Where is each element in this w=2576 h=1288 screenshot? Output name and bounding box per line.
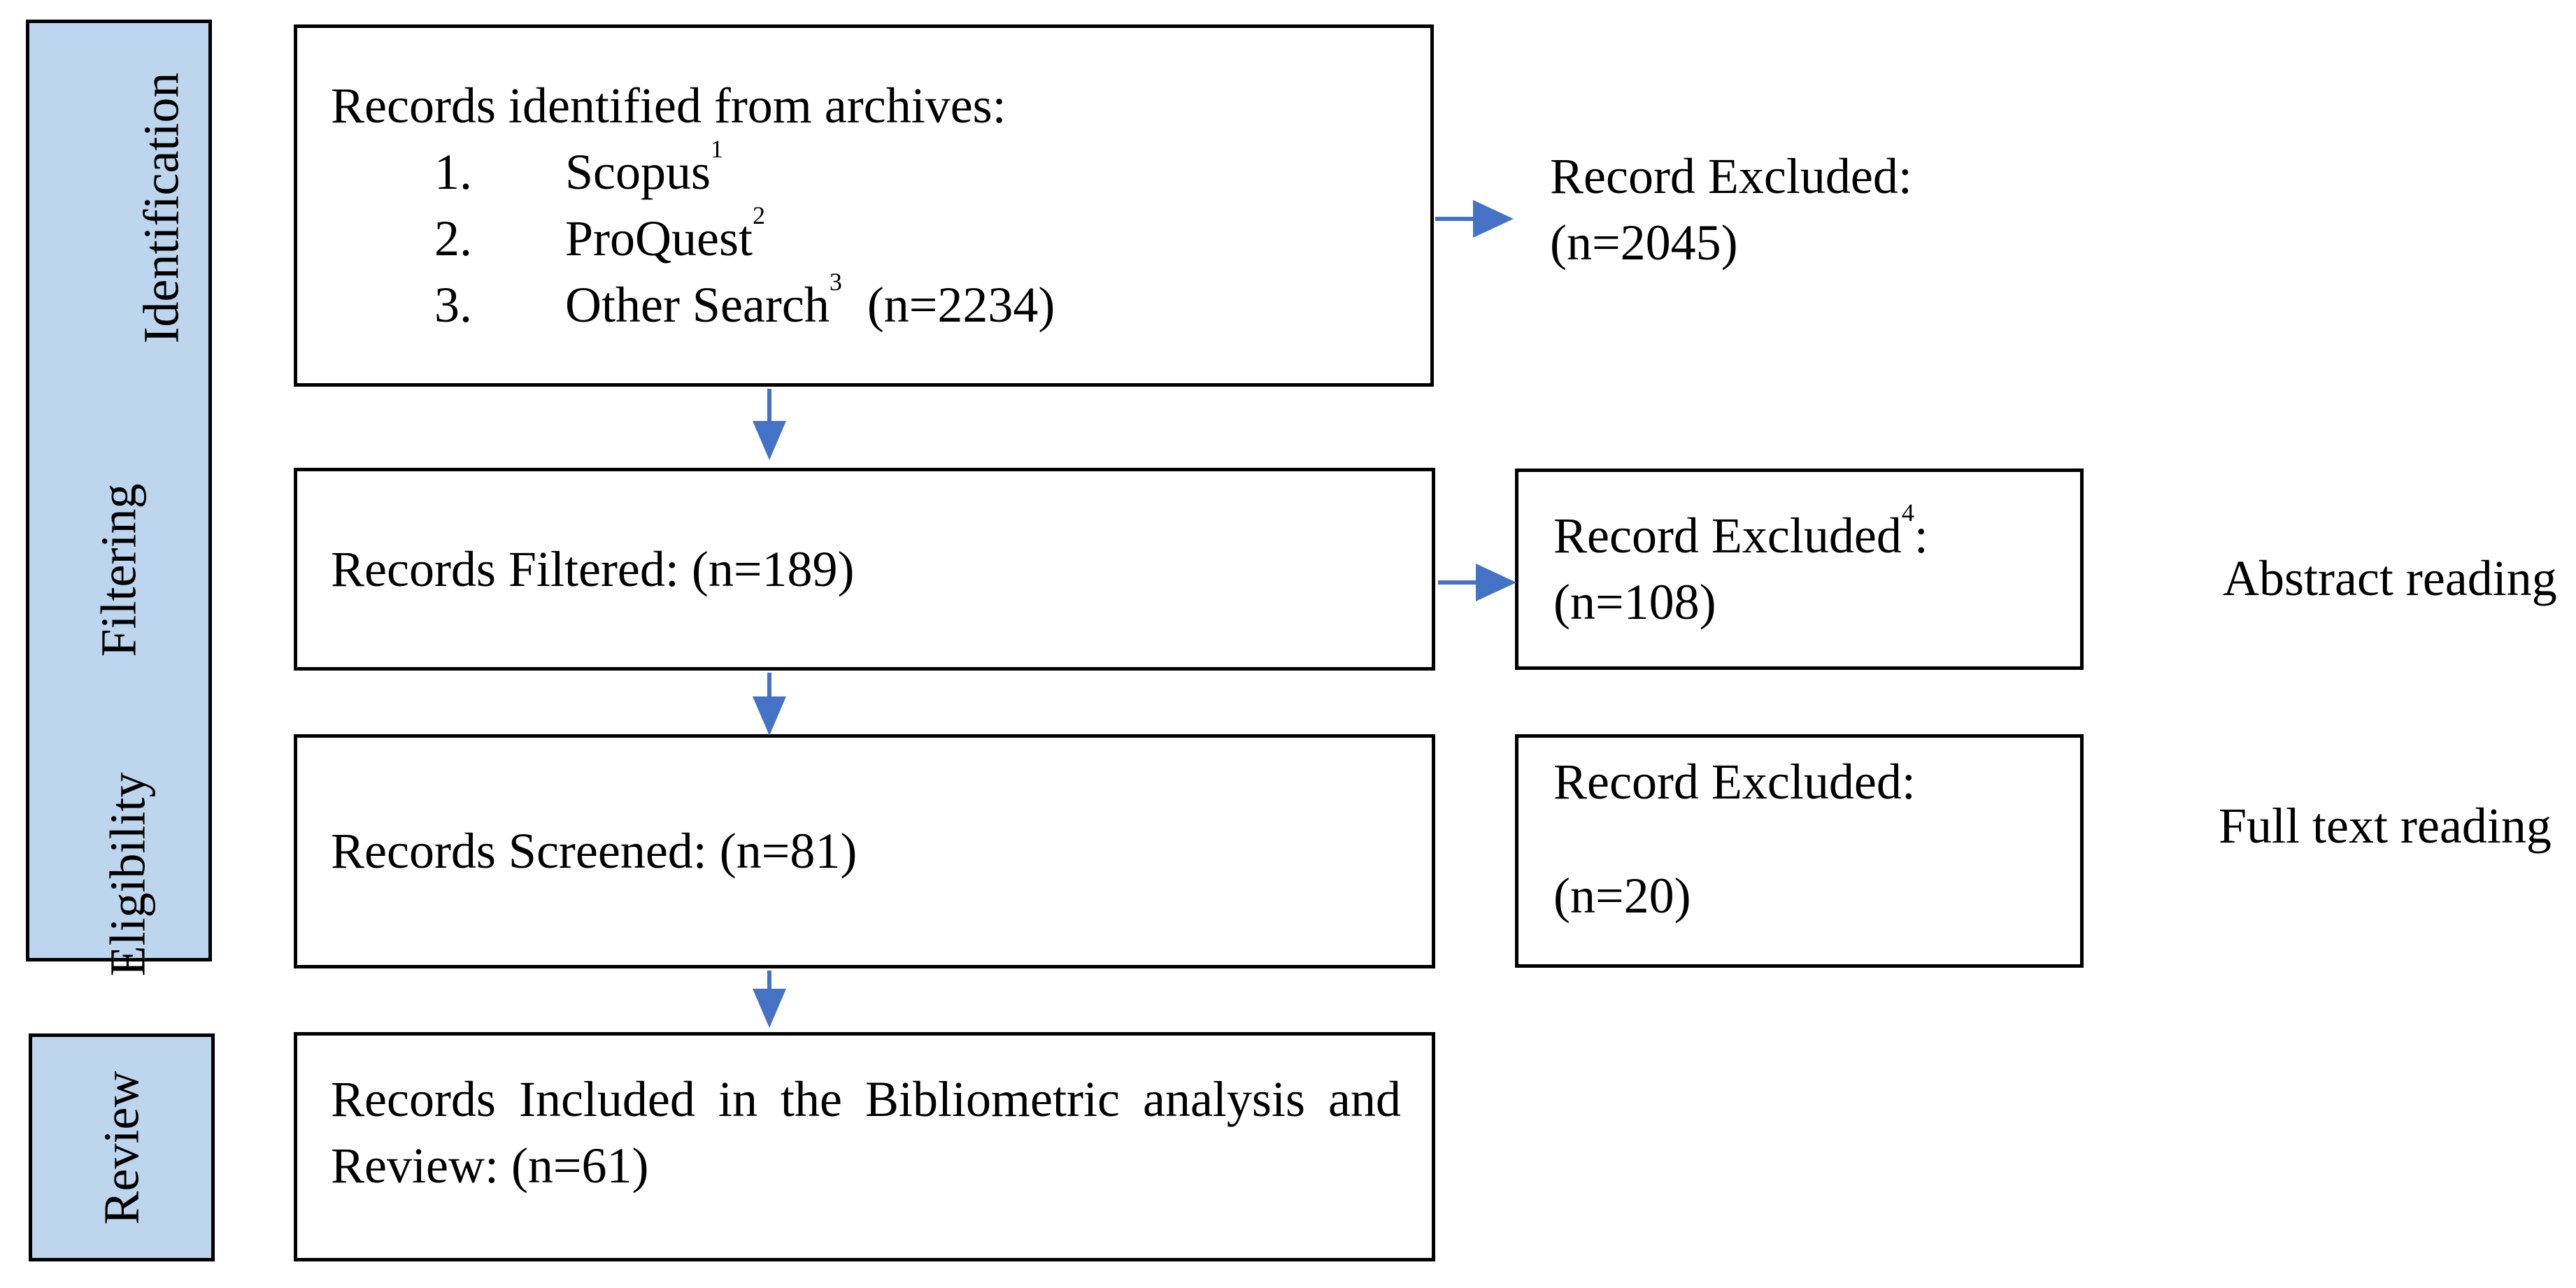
stage-label-review-text: Review bbox=[93, 1071, 150, 1224]
stage-label-eligibility-text: Eligibility bbox=[99, 772, 156, 977]
records-identified-title: Records identified from archives: bbox=[331, 78, 1006, 134]
excluded-eligibility-line1: Record Excluded: bbox=[1553, 754, 1916, 810]
list-number-1: 1. bbox=[434, 144, 472, 200]
records-screened-text: Records Screened: (n=81) bbox=[331, 823, 858, 879]
arrow-screened-to-included-line bbox=[767, 971, 771, 990]
archive-name-3: Other Search3 (n=2234) bbox=[565, 268, 1055, 333]
arrow-filtered-to-excluded-head bbox=[1476, 564, 1516, 601]
records-included-text: Records Included in the Bibliometric ana… bbox=[331, 1071, 1401, 1194]
footnote-sup-4: 4 bbox=[1901, 499, 1914, 527]
arrow-identified-to-filtered-head bbox=[753, 421, 786, 460]
arrow-identified-to-excluded-line bbox=[1435, 217, 1474, 221]
archive-name-2: ProQuest2 bbox=[565, 201, 765, 266]
stage-label-filtering-text: Filtering bbox=[90, 483, 147, 657]
arrow-identified-to-filtered-line bbox=[767, 389, 771, 422]
stage-label-filtering: Filtering bbox=[26, 484, 212, 657]
footnote-sup-3: 3 bbox=[829, 268, 842, 296]
note-abstract-reading: Abstract reading bbox=[2223, 550, 2557, 606]
arrow-filtered-to-screened-line bbox=[767, 673, 771, 698]
list-number-2: 2. bbox=[434, 210, 472, 266]
archive-list-item-2: 2. ProQuest2 bbox=[331, 201, 1409, 272]
box-excluded-filtering: Record Excluded4: (n=108) bbox=[1515, 468, 2084, 670]
excluded-identification-note: Record Excluded: (n=2045) bbox=[1550, 143, 1912, 276]
archive-name-1: Scopus1 bbox=[565, 135, 724, 200]
excluded-filtering-count: (n=108) bbox=[1553, 574, 1716, 630]
sidebar-review-box: Review bbox=[29, 1033, 215, 1261]
records-filtered-text: Records Filtered: (n=189) bbox=[331, 541, 855, 597]
footnote-sup-2: 2 bbox=[753, 201, 765, 230]
sidebar-stages-box bbox=[26, 20, 212, 961]
arrow-identified-to-excluded-head bbox=[1473, 200, 1514, 238]
box-records-identified: Records identified from archives: 1. Sco… bbox=[294, 24, 1434, 387]
box-excluded-eligibility: Record Excluded: (n=20) bbox=[1515, 734, 2084, 968]
excluded-identification-count: (n=2045) bbox=[1550, 215, 1738, 271]
box-records-included: Records Included in the Bibliometric ana… bbox=[294, 1032, 1435, 1261]
arrow-screened-to-included-head bbox=[753, 989, 786, 1028]
list-number-3: 3. bbox=[434, 277, 472, 333]
stage-label-identification: Identification bbox=[26, 73, 212, 344]
footnote-sup-1: 1 bbox=[711, 135, 724, 164]
stage-label-identification-text: Identification bbox=[133, 72, 190, 344]
excluded-filtering-line1: Record Excluded4: bbox=[1553, 499, 1928, 564]
excluded-identification-line1: Record Excluded: bbox=[1550, 148, 1912, 204]
box-records-screened: Records Screened: (n=81) bbox=[294, 734, 1435, 968]
archive-list-item-1: 1. Scopus1 bbox=[331, 135, 1409, 206]
note-fulltext-reading: Full text reading bbox=[2219, 798, 2552, 854]
stage-label-eligibility: Eligibility bbox=[26, 772, 212, 976]
archive-list-item-3: 3. Other Search3 (n=2234) bbox=[331, 268, 1409, 338]
excluded-eligibility-count: (n=20) bbox=[1553, 868, 1691, 924]
arrow-filtered-to-excluded-line bbox=[1438, 580, 1477, 585]
box-records-filtered: Records Filtered: (n=189) bbox=[294, 468, 1435, 671]
arrow-filtered-to-screened-head bbox=[753, 696, 786, 736]
